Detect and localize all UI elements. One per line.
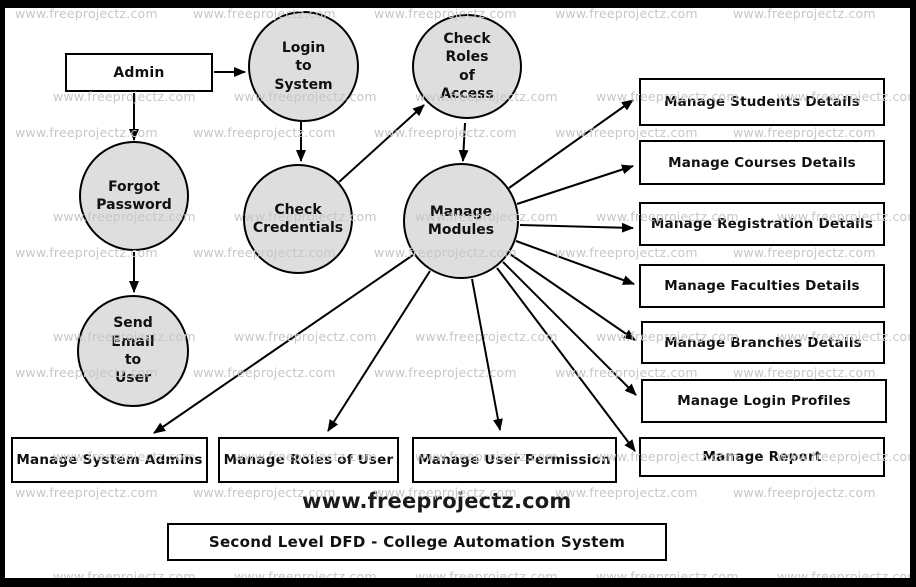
node-manage-students-details: Manage Students Details — [639, 78, 885, 126]
manage-login-profiles-label: Manage Login Profiles — [677, 393, 851, 409]
diagram-title: Second Level DFD - College Automation Sy… — [208, 533, 626, 551]
node-manage-courses-details: Manage Courses Details — [639, 140, 885, 185]
arrow-check-roles-to-manage-modules — [458, 122, 469, 162]
manage-registration-details-label: Manage Registration Details — [650, 216, 874, 232]
node-manage-roles-of-user: Manage Roles of User — [218, 437, 399, 483]
arrow-modules-to-login-profiles — [502, 261, 637, 396]
manage-students-details-label: Manage Students Details — [663, 94, 860, 110]
process-login-to-system: Login to System — [248, 11, 359, 122]
process-check-roles-of-access-label: Check Roles of Access — [440, 30, 494, 102]
process-forgot-password: Forgot Password — [79, 141, 189, 251]
arrow-modules-to-roles-of-user — [327, 270, 431, 432]
manage-system-admins-label: Manage System Admins — [16, 452, 203, 468]
entity-admin-label: Admin — [113, 64, 165, 81]
node-manage-system-admins: Manage System Admins — [11, 437, 208, 483]
process-manage-modules: Manage Modules — [403, 163, 519, 279]
process-send-email-to-user: Send Email to User — [77, 295, 189, 407]
brand-text: www.freeprojectz.com — [302, 489, 572, 513]
arrow-modules-to-system-admins — [153, 254, 414, 434]
arrow-modules-to-faculties — [515, 240, 635, 285]
entity-admin: Admin — [65, 53, 213, 92]
manage-branches-details-label: Manage Branches Details — [664, 334, 862, 351]
process-check-roles-of-access: Check Roles of Access — [412, 14, 522, 119]
frame-bottom-bar — [0, 578, 916, 587]
arrow-modules-to-students — [508, 99, 634, 189]
frame-right-bar — [910, 0, 916, 587]
arrow-modules-to-branches — [509, 253, 636, 341]
arrow-modules-to-courses — [516, 164, 634, 205]
arrow-modules-to-user-permission — [471, 278, 503, 431]
process-check-credentials: Check Credentials — [243, 164, 353, 274]
process-send-email-to-user-label: Send Email to User — [111, 315, 155, 387]
node-manage-report: Manage Report — [639, 437, 885, 477]
frame-top-bar — [0, 0, 916, 8]
node-manage-user-permission: Manage User Permission — [412, 437, 617, 483]
diagram-title-box: Second Level DFD - College Automation Sy… — [167, 523, 667, 561]
arrow-modules-to-registration — [519, 222, 634, 233]
manage-report-label: Manage Report — [702, 449, 822, 465]
manage-user-permission-label: Manage User Permission — [418, 452, 611, 468]
manage-roles-of-user-label: Manage Roles of User — [223, 452, 394, 468]
node-manage-branches-details: Manage Branches Details — [641, 321, 885, 364]
manage-courses-details-label: Manage Courses Details — [668, 154, 856, 171]
process-manage-modules-label: Manage Modules — [427, 203, 495, 238]
arrow-check-credentials-to-check-roles — [338, 104, 425, 183]
arrow-modules-to-report — [496, 267, 636, 452]
node-manage-login-profiles: Manage Login Profiles — [641, 379, 887, 423]
process-check-credentials-label: Check Credentials — [252, 201, 344, 236]
manage-faculties-details-label: Manage Faculties Details — [664, 278, 860, 294]
process-forgot-password-label: Forgot Password — [96, 178, 172, 213]
process-login-to-system-label: Login to System — [274, 39, 333, 93]
node-manage-registration-details: Manage Registration Details — [639, 202, 885, 246]
node-manage-faculties-details: Manage Faculties Details — [639, 264, 885, 308]
frame-left-bar — [0, 0, 5, 587]
